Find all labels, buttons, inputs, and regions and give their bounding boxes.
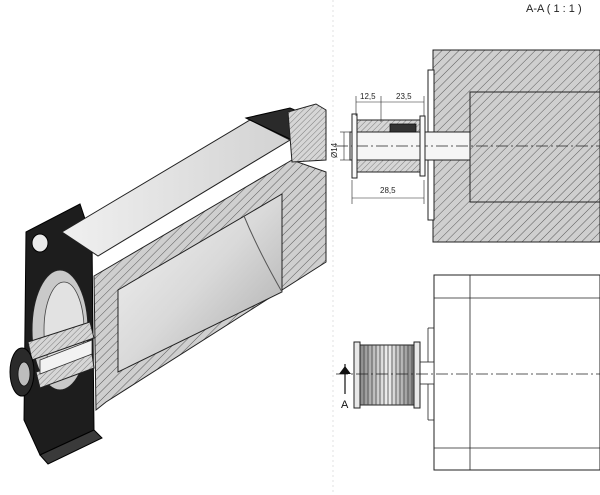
pulley-hub-lower <box>355 159 421 173</box>
dimension-28-5: 28,5 <box>380 186 396 195</box>
pulley-teeth <box>363 345 413 405</box>
rear-housing-hatch <box>287 103 327 163</box>
cavity-curve <box>243 215 283 293</box>
dimension-23-5: 23,5 <box>396 92 412 101</box>
shaft-bore <box>39 339 93 375</box>
section-view-a-a: A-A ( 1 : 1 ) 12,5 23,5 Ø14 28,5 <box>330 3 600 243</box>
dimension-diameter-14: Ø14 <box>330 142 339 158</box>
housing-inner-pocket <box>469 91 600 203</box>
set-screw <box>389 123 417 133</box>
mounting-hole <box>31 233 49 253</box>
motor-outline <box>433 274 600 471</box>
side-view: A <box>336 274 600 471</box>
section-marker-letter: A <box>341 399 349 411</box>
flange-plate-edge <box>39 429 103 465</box>
isometric-cutaway-view <box>9 103 327 465</box>
dimension-12-5: 12,5 <box>360 92 376 101</box>
section-marker-arrow <box>339 366 351 374</box>
toothed-pulley <box>353 341 421 409</box>
pulley-flange-right <box>419 115 426 177</box>
pulley-front-bore <box>17 361 31 387</box>
pulley-flange-front <box>353 341 361 409</box>
pulley-flange-back <box>413 341 421 409</box>
shaft-section <box>27 321 95 361</box>
section-view-title: A-A ( 1 : 1 ) <box>526 3 582 15</box>
pulley-flange-left <box>351 113 358 179</box>
